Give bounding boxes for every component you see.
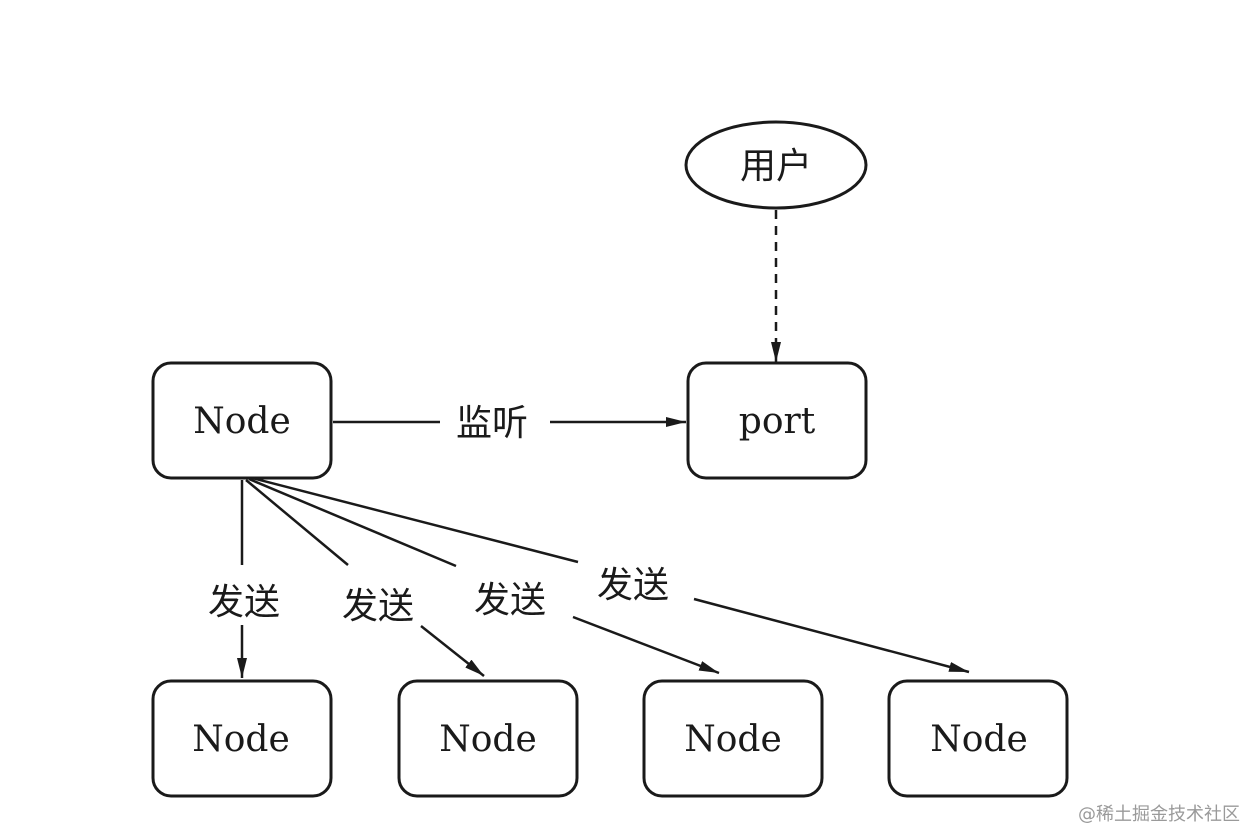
source-node: Node <box>151 361 333 480</box>
target-node-2-label: Node <box>439 719 537 760</box>
target-node-3: Node <box>642 679 824 798</box>
target-node-3-label: Node <box>684 719 782 760</box>
target-node-2-box <box>397 679 579 798</box>
send-label-4: 发送 <box>597 565 669 606</box>
port-node-box <box>686 361 868 480</box>
user-ellipse <box>684 120 868 210</box>
send-edge-3-bottom <box>572 615 720 675</box>
listen-label: 监听 <box>456 403 528 444</box>
send-edge-4-bottom <box>693 597 970 674</box>
port-node-label: port <box>739 401 816 442</box>
target-node-1: Node <box>151 679 333 798</box>
source-node-label: Node <box>193 401 291 442</box>
user-label: 用户 <box>740 146 812 187</box>
send-label-2: 发送 <box>342 586 414 627</box>
send-edge-2-top <box>245 479 349 566</box>
user-node: 用户 <box>684 120 868 210</box>
send-label-1: 发送 <box>208 582 280 623</box>
target-node-4-label: Node <box>930 719 1028 760</box>
target-node-4: Node <box>887 679 1069 798</box>
send-edge-3-top <box>248 477 457 568</box>
target-node-1-label: Node <box>192 719 290 760</box>
source-node-box <box>151 361 333 480</box>
port-node: port <box>686 361 868 480</box>
target-node-3-box <box>642 679 824 798</box>
send-label-3: 发送 <box>474 580 546 621</box>
send-edge-2-bottom <box>420 625 485 677</box>
target-node-1-box <box>151 679 333 798</box>
target-node-2: Node <box>397 679 579 798</box>
send-edge-4-top <box>251 476 579 564</box>
watermark: @稀土掘金技术社区 <box>1078 804 1240 825</box>
target-node-4-box <box>887 679 1069 798</box>
